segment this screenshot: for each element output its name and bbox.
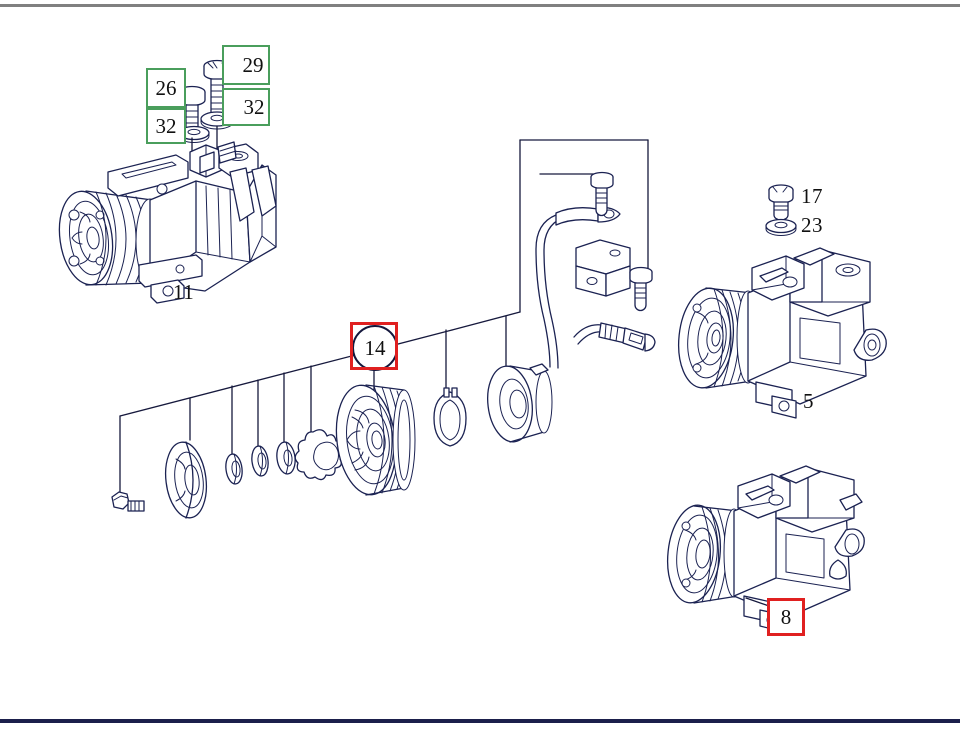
callout-label-8: 8 <box>780 604 792 629</box>
clutch-hub-plate-icon <box>164 441 208 519</box>
clutch-center-bolt-icon <box>111 491 145 512</box>
compressor-11-illustration <box>58 141 277 304</box>
callout-label-5: 5 <box>803 389 814 413</box>
field-coil-icon <box>487 363 553 443</box>
callout-label-23: 23 <box>801 213 823 237</box>
snap-ring-icon <box>433 387 467 447</box>
callout-label-32-upper: 32 <box>243 94 265 119</box>
shim-washer-a-icon <box>225 453 243 485</box>
callout-label-14: 14 <box>364 335 386 360</box>
callout-box-32-upper[interactable]: 32 <box>222 88 270 126</box>
harness-bolt-lower-icon <box>629 266 653 312</box>
callout-label-11: 11 <box>173 280 195 304</box>
compressor-5-illustration <box>677 247 887 419</box>
callout-box-8[interactable]: 8 <box>767 598 805 636</box>
washer-23-icon <box>765 218 797 236</box>
shim-washer-b-icon <box>251 445 269 477</box>
callout-box-14-highlight[interactable] <box>350 322 398 370</box>
callout-box-26[interactable]: 26 <box>146 68 186 108</box>
shim-washer-c-icon <box>276 441 296 475</box>
wave-spring-icon <box>294 429 345 481</box>
callout-label-29: 29 <box>242 52 264 77</box>
compressor-8-illustration <box>666 465 865 633</box>
harness-bolt-upper-icon <box>590 171 614 217</box>
callout-label-17: 17 <box>801 184 823 208</box>
harness-bracket-icon <box>575 239 631 297</box>
callout-label-26: 26 <box>155 75 177 100</box>
top-rule-divider <box>0 4 960 7</box>
bottom-rule-divider <box>0 719 960 723</box>
callout-box-29[interactable]: 29 <box>222 45 270 85</box>
clutch-pulley-14-icon <box>335 384 416 496</box>
callout-circle-14[interactable]: 14 <box>352 325 398 371</box>
callout-label-32-lower: 32 <box>155 113 177 138</box>
harness-connector-icon <box>573 322 656 352</box>
callout-box-32-lower[interactable]: 32 <box>146 108 186 144</box>
hex-bolt-17-icon <box>768 184 794 221</box>
